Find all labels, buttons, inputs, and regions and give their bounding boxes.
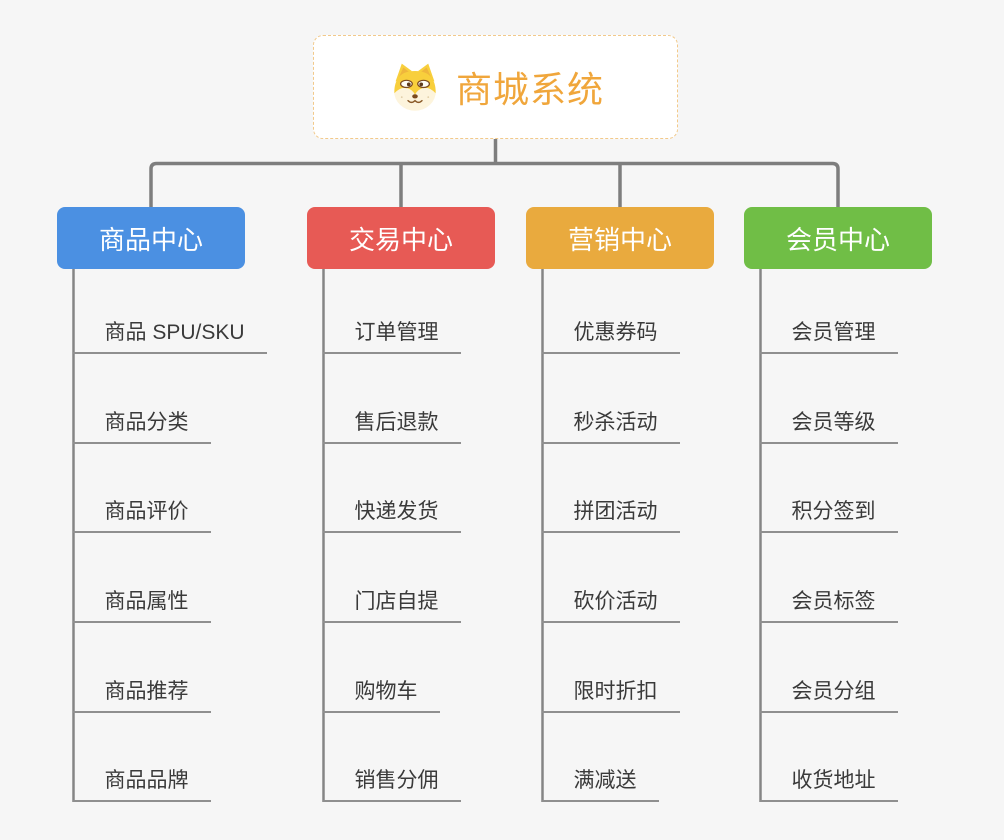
leaf-node[interactable]: 订单管理 — [322, 320, 461, 354]
leaf-node[interactable]: 收货地址 — [759, 768, 898, 802]
leaf-node[interactable]: 砍价活动 — [541, 589, 680, 623]
leaf-node[interactable]: 购物车 — [322, 679, 440, 713]
branch-header-3[interactable]: 营销中心 — [526, 207, 714, 269]
leaf-node[interactable]: 商品推荐 — [72, 679, 211, 713]
leaf-node[interactable]: 会员等级 — [759, 410, 898, 444]
leaf-node[interactable]: 优惠券码 — [541, 320, 680, 354]
leaf-node[interactable]: 会员管理 — [759, 320, 898, 354]
leaf-node[interactable]: 会员分组 — [759, 679, 898, 713]
leaf-node[interactable]: 售后退款 — [322, 410, 461, 444]
leaf-node[interactable]: 商品属性 — [72, 589, 211, 623]
leaf-node[interactable]: 快递发货 — [322, 499, 461, 533]
leaf-node[interactable]: 拼团活动 — [541, 499, 680, 533]
leaf-node[interactable]: 秒杀活动 — [541, 410, 680, 444]
branch-header-2[interactable]: 交易中心 — [307, 207, 495, 269]
leaf-node[interactable]: 积分签到 — [759, 499, 898, 533]
branch-bar-line — [149, 161, 840, 207]
root-title: 商城系统 — [455, 69, 604, 110]
leaf-node[interactable]: 会员标签 — [759, 589, 898, 623]
leaf-node[interactable]: 门店自提 — [322, 589, 461, 623]
leaf-node[interactable]: 商品 SPU/SKU — [72, 320, 267, 354]
leaf-node[interactable]: 销售分佣 — [322, 768, 461, 802]
root-node[interactable]: 商城系统 — [313, 35, 678, 139]
leaf-node[interactable]: 商品分类 — [72, 410, 211, 444]
leaf-node[interactable]: 商品品牌 — [72, 768, 211, 802]
dog-face-icon — [387, 60, 443, 114]
branch-header-4[interactable]: 会员中心 — [744, 207, 932, 269]
branch-header-1[interactable]: 商品中心 — [57, 207, 245, 269]
leaf-node[interactable]: 满减送 — [541, 768, 659, 802]
leaf-node[interactable]: 商品评价 — [72, 499, 211, 533]
leaf-node[interactable]: 限时折扣 — [541, 679, 680, 713]
